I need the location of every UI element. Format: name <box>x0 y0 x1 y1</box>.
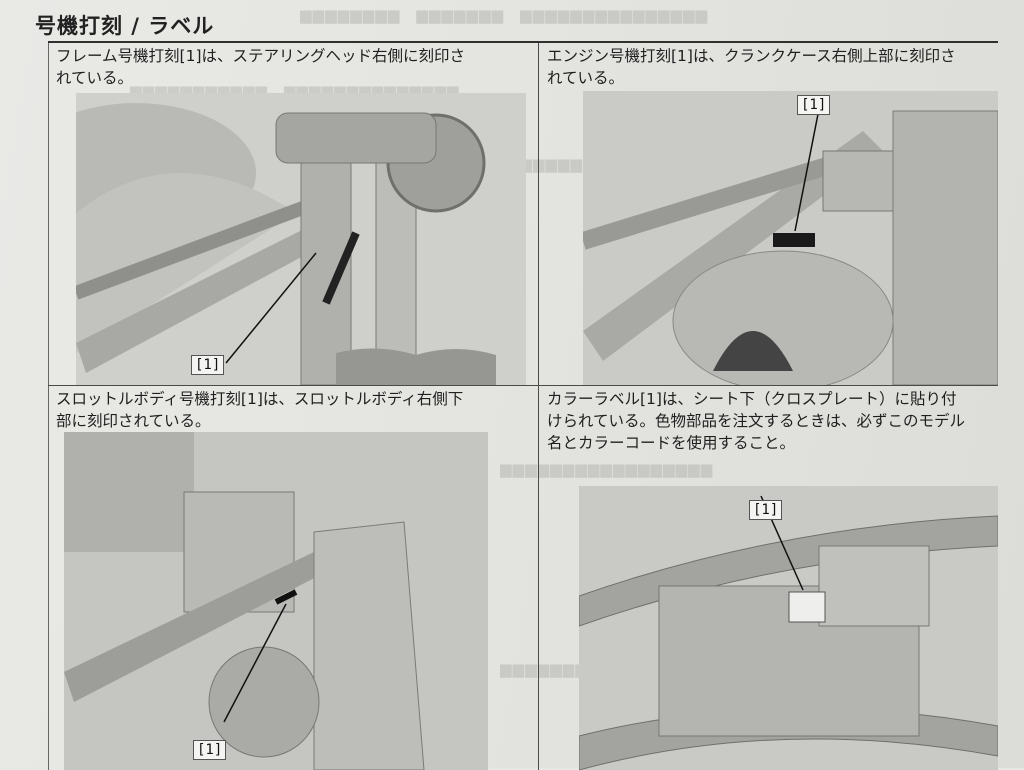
callout-label: [1] <box>193 740 227 760</box>
panel-caption: カラーラベル[1]は、シート下（クロスプレート）に貼り付 けられている。色物部品… <box>547 388 994 454</box>
callout-label: [1] <box>797 95 831 115</box>
panel-caption: エンジン号機打刻[1]は、クランクケース右側上部に刻印さ れている。 <box>547 45 994 89</box>
figure-grid: フレーム号機打刻[1]は、ステアリングヘッド右側に刻印さ れている。 <box>48 41 998 770</box>
panel-frame-number: フレーム号機打刻[1]は、ステアリングヘッド右側に刻印さ れている。 <box>48 43 538 385</box>
caption-line: 名とカラーコードを使用すること。 <box>547 434 796 452</box>
callout-label: [1] <box>749 500 783 520</box>
caption-line: れている。 <box>56 69 134 87</box>
caption-line: けられている。色物部品を注文するときは、必ずこのモデル <box>547 412 966 430</box>
frame-illustration <box>76 93 526 385</box>
caption-line: スロットルボディ号機打刻[1]は、スロットルボディ右側下 <box>56 390 464 408</box>
panel-engine-number: エンジン号機打刻[1]は、クランクケース右側上部に刻印さ れている。 [1] <box>539 43 998 385</box>
caption-line: エンジン号機打刻[1]は、クランクケース右側上部に刻印さ <box>547 47 956 65</box>
seat-underside-illustration <box>579 486 998 770</box>
bleed-through-texture: ▆▆▆▆▆▆▆▆ ▆▆▆▆▆▆▆ ▆▆▆▆▆▆▆▆▆▆▆▆▆▆▆ <box>300 6 709 24</box>
panel-caption: スロットルボディ号機打刻[1]は、スロットルボディ右側下 部に刻印されている。 <box>56 388 534 432</box>
panel-throttle-body-number: スロットルボディ号機打刻[1]は、スロットルボディ右側下 部に刻印されている。 … <box>48 386 538 770</box>
caption-line: フレーム号機打刻[1]は、ステアリングヘッド右側に刻印さ <box>56 47 465 65</box>
caption-line: 部に刻印されている。 <box>56 412 211 430</box>
callout-label: [1] <box>191 355 225 375</box>
grid-horizontal-divider <box>48 385 998 386</box>
panel-caption: フレーム号機打刻[1]は、ステアリングヘッド右側に刻印さ れている。 <box>56 45 534 89</box>
engine-illustration <box>583 91 998 385</box>
caption-line: カラーラベル[1]は、シート下（クロスプレート）に貼り付 <box>547 390 957 408</box>
caption-line: れている。 <box>547 69 625 87</box>
throttle-body-illustration <box>64 432 488 770</box>
grid-left-border <box>48 43 49 770</box>
page-title: 号機打刻 / ラベル <box>35 14 215 38</box>
bleed-through-texture: ▆▆▆▆▆▆▆▆▆▆▆▆▆▆▆▆▆ <box>500 460 714 478</box>
panel-color-label: カラーラベル[1]は、シート下（クロスプレート）に貼り付 けられている。色物部品… <box>539 386 998 770</box>
grid-vertical-divider <box>538 43 539 770</box>
